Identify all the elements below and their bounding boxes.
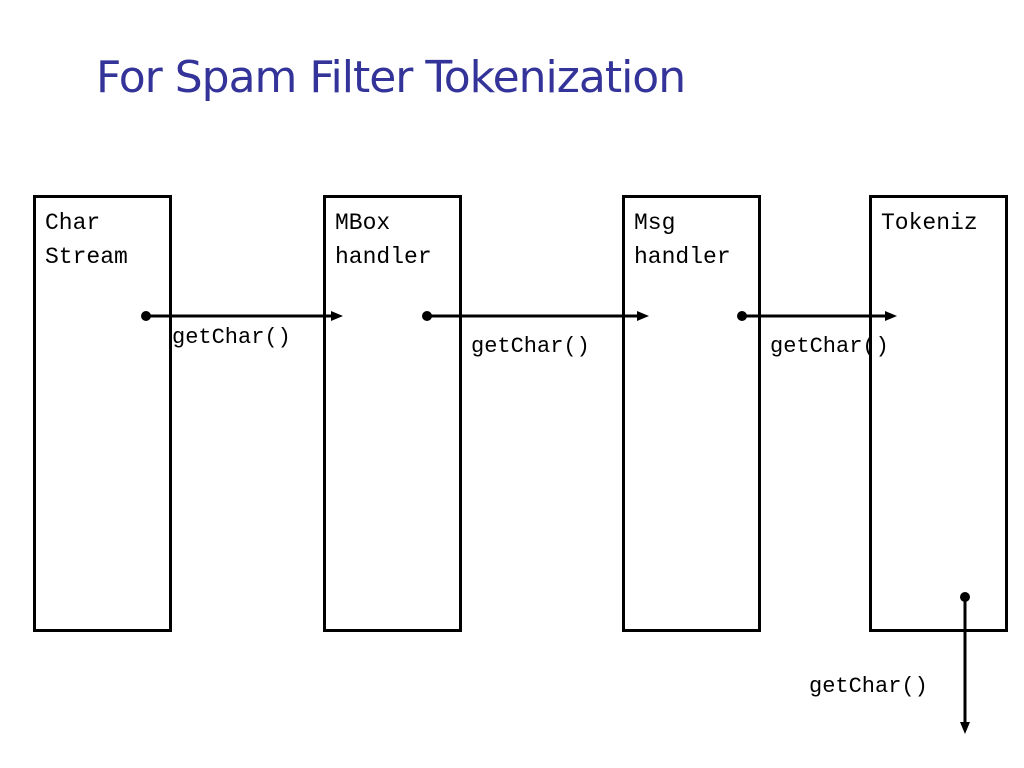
msg-handler-label: Msg handler xyxy=(634,210,731,270)
msg-handler-box: Msg handler xyxy=(622,195,761,632)
tokenizer-label: Tokeniz xyxy=(881,210,978,236)
call-label-char-to-mbox: getChar() xyxy=(172,325,291,350)
char-stream-box: Char Stream xyxy=(33,195,172,632)
call-label-msg-to-tokenizer: getChar() xyxy=(770,334,889,359)
slide-title: For Spam Filter Tokenization xyxy=(96,52,686,103)
call-label-mbox-to-msg: getChar() xyxy=(471,334,590,359)
char-stream-label: Char Stream xyxy=(45,210,128,270)
tokenizer-box: Tokeniz xyxy=(869,195,1008,632)
mbox-handler-box: MBox handler xyxy=(323,195,462,632)
call-label-tokenizer-out: getChar() xyxy=(809,674,928,699)
mbox-handler-label: MBox handler xyxy=(335,210,432,270)
